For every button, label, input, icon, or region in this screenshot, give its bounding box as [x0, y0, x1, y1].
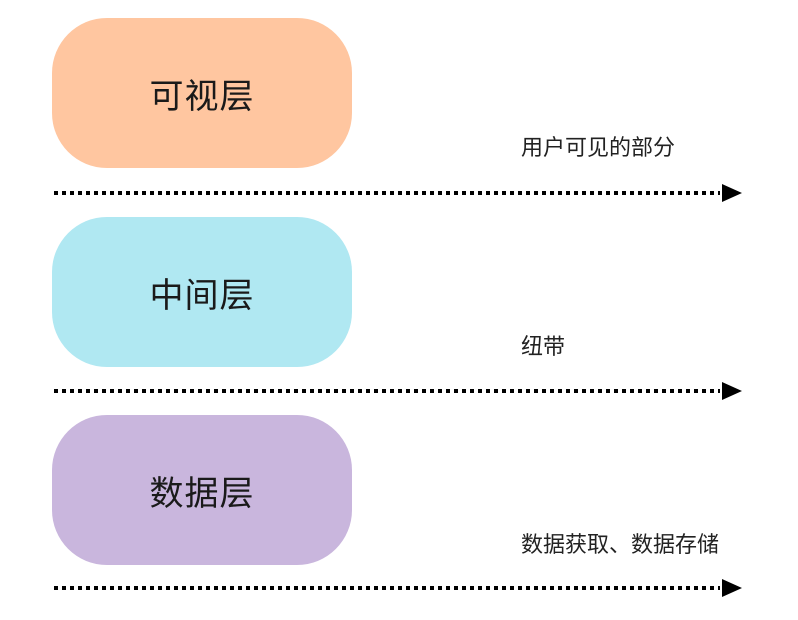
arrow-head-3	[722, 579, 742, 597]
middle-layer-description: 纽带	[521, 335, 566, 360]
visual-layer-box: 可视层	[52, 18, 352, 168]
divider-arrow-3	[52, 578, 742, 598]
divider-arrow-2	[52, 381, 742, 401]
divider-arrow-1	[52, 183, 742, 203]
middle-layer-box: 中间层	[52, 217, 352, 367]
data-layer-description: 数据获取、数据存储	[521, 533, 720, 558]
data-layer-box: 数据层	[52, 415, 352, 565]
dotted-arrow-3	[54, 579, 742, 597]
arrow-head-2	[722, 382, 742, 400]
visual-layer-label: 可视层	[149, 76, 255, 117]
dotted-arrow-1	[54, 184, 742, 202]
data-layer-label: 数据层	[149, 473, 255, 514]
middle-layer-label: 中间层	[149, 275, 255, 316]
arrow-head-1	[722, 184, 742, 202]
dotted-arrow-2	[54, 382, 742, 400]
visual-layer-description: 用户可见的部分	[521, 136, 676, 161]
